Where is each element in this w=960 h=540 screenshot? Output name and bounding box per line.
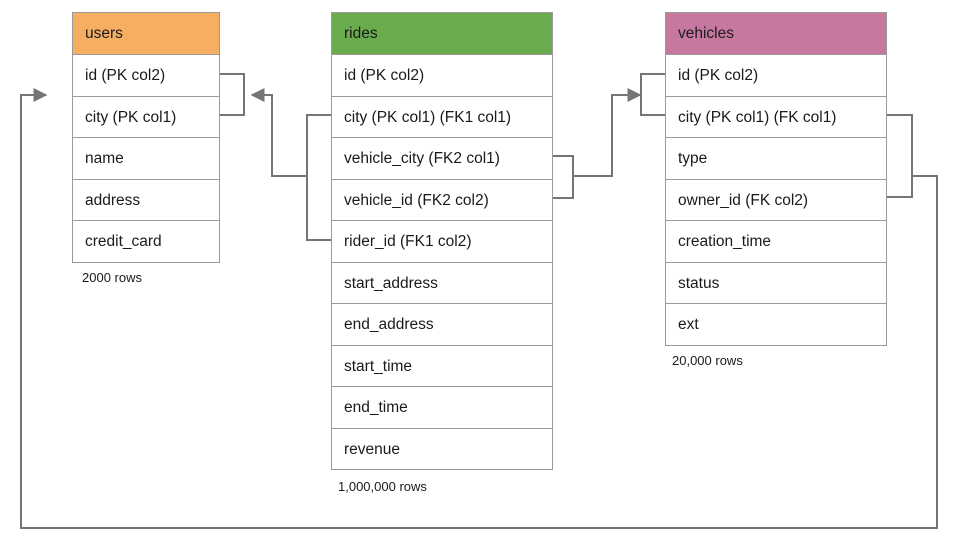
field-rides-rider-id[interactable]: rider_id (FK1 col2) [332, 221, 552, 263]
entity-rides-title: rides [332, 13, 552, 55]
field-vehicles-creation-time[interactable]: creation_time [666, 221, 886, 263]
field-rides-id[interactable]: id (PK col2) [332, 55, 552, 97]
rowcount-users: 2000 rows [82, 270, 142, 285]
entity-users-title: users [73, 13, 219, 55]
field-users-address[interactable]: address [73, 179, 219, 221]
field-users-id[interactable]: id (PK col2) [73, 55, 219, 97]
field-rides-vehicle-city[interactable]: vehicle_city (FK2 col1) [332, 138, 552, 180]
field-users-city[interactable]: city (PK col1) [73, 96, 219, 138]
entity-vehicles-title: vehicles [666, 13, 886, 55]
field-rides-end-address[interactable]: end_address [332, 304, 552, 346]
field-users-name[interactable]: name [73, 138, 219, 180]
field-rides-start-time[interactable]: start_time [332, 345, 552, 387]
rowcount-rides: 1,000,000 rows [338, 479, 427, 494]
field-rides-city[interactable]: city (PK col1) (FK1 col1) [332, 96, 552, 138]
field-rides-revenue[interactable]: revenue [332, 428, 552, 470]
entity-users[interactable]: users id (PK col2) city (PK col1) name a… [72, 12, 220, 263]
entity-vehicles[interactable]: vehicles id (PK col2) city (PK col1) (FK… [665, 12, 887, 346]
field-vehicles-owner-id[interactable]: owner_id (FK col2) [666, 179, 886, 221]
field-users-credit-card[interactable]: credit_card [73, 221, 219, 263]
field-rides-end-time[interactable]: end_time [332, 387, 552, 429]
entity-rides[interactable]: rides id (PK col2) city (PK col1) (FK1 c… [331, 12, 553, 470]
field-rides-vehicle-id[interactable]: vehicle_id (FK2 col2) [332, 179, 552, 221]
field-vehicles-id[interactable]: id (PK col2) [666, 55, 886, 97]
field-rides-start-address[interactable]: start_address [332, 262, 552, 304]
field-vehicles-ext[interactable]: ext [666, 304, 886, 346]
field-vehicles-status[interactable]: status [666, 262, 886, 304]
field-vehicles-type[interactable]: type [666, 138, 886, 180]
rowcount-vehicles: 20,000 rows [672, 353, 743, 368]
field-vehicles-city[interactable]: city (PK col1) (FK col1) [666, 96, 886, 138]
relationship-fk1-rides-to-users [220, 73, 331, 241]
relationship-fk2-rides-to-vehicles [553, 73, 665, 199]
